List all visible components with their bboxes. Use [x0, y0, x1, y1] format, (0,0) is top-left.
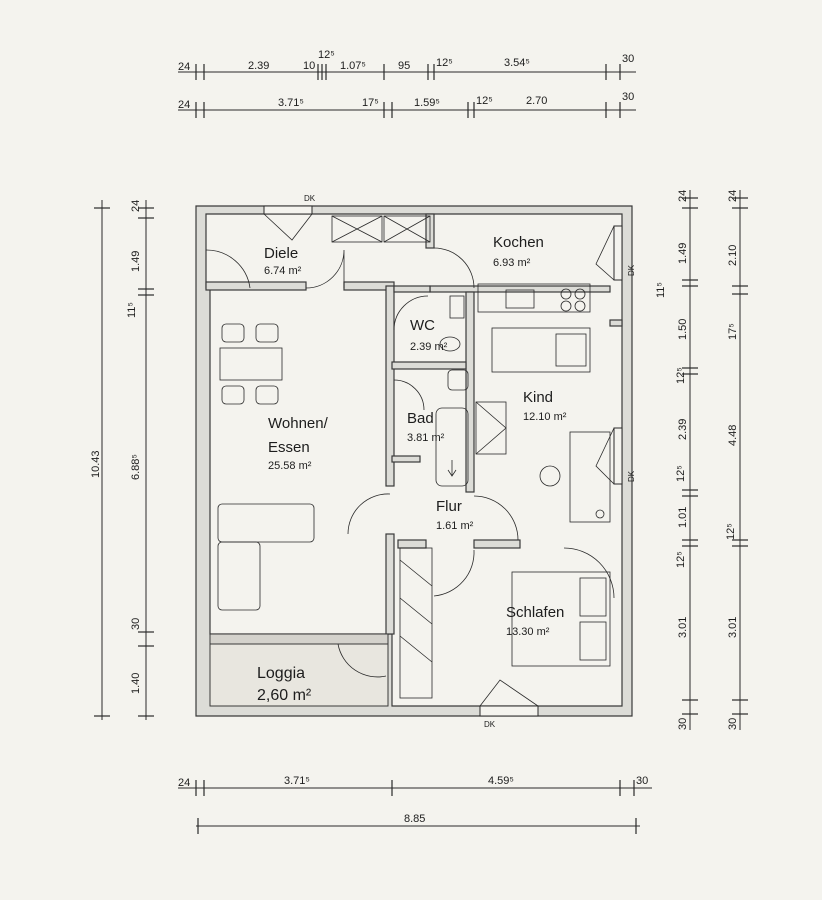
- dim-top1-0: 24: [178, 61, 190, 73]
- dim-right1-10: 30: [677, 718, 689, 730]
- dim-top1-5: 95: [398, 60, 410, 72]
- dim-right1-4: 12⁵: [675, 367, 687, 384]
- dim-bottom-3: 30: [636, 775, 648, 787]
- dim-right2-3: 4.48: [727, 425, 739, 446]
- dim-top1-4: 1.07⁵: [340, 60, 366, 72]
- dim-top2-1: 3.71⁵: [278, 97, 304, 109]
- dim-left-total: 10.43: [90, 450, 102, 478]
- dim-left-5: 1.40: [130, 673, 142, 694]
- dim-top2-0: 24: [178, 99, 190, 111]
- dim-right1-7: 1.01: [677, 507, 689, 528]
- dim-top2-6: 30: [622, 91, 634, 103]
- dim-top2-5: 2.70: [526, 95, 547, 107]
- dimension-bottom: 24 3.71⁵ 4.59⁵ 30 8.85: [178, 775, 652, 834]
- dim-bottom-total: 8.85: [404, 813, 425, 825]
- dimension-right-col2: 24 2.10 17⁵ 4.48 12⁵ 3.01 30: [725, 190, 748, 730]
- room-loggia-name: Loggia: [257, 665, 305, 682]
- dimension-right-col1: 24 1.49 11⁵ 1.50 12⁵ 2.39 12⁵ 1.01 12⁵ 3…: [655, 190, 698, 730]
- dim-top1-2: 10: [303, 60, 315, 72]
- room-kind-name: Kind: [523, 389, 553, 406]
- door-swings: [205, 247, 615, 678]
- dimension-top-row1: 24 2.39 10 12⁵ 1.07⁵ 95 12⁵ 3.54⁵ 30: [178, 49, 636, 80]
- dim-top1-3: 12⁵: [318, 49, 335, 61]
- dim-bottom-2: 4.59⁵: [488, 775, 514, 787]
- dim-right1-9: 3.01: [677, 617, 689, 638]
- room-bad-name: Bad: [407, 410, 434, 427]
- dim-right1-0: 24: [677, 190, 689, 202]
- room-wohnen-area: 25.58 m²: [268, 460, 312, 472]
- dim-right2-6: 30: [727, 718, 739, 730]
- room-diele-area: 6.74 m²: [264, 265, 302, 277]
- dim-right2-5: 3.01: [727, 617, 739, 638]
- room-bad-area: 3.81 m²: [407, 432, 445, 444]
- room-wc-name: WC: [410, 317, 435, 334]
- dimension-left: 24 1.49 11⁵ 6.88⁵ 30 1.40 10.43: [90, 200, 154, 720]
- window-label-child: DK: [627, 470, 636, 482]
- dim-top2-4: 12⁵: [476, 95, 493, 107]
- dim-right1-5: 2.39: [677, 419, 689, 440]
- dim-left-4: 30: [130, 618, 142, 630]
- dim-right1-1: 1.49: [677, 243, 689, 264]
- room-labels: Diele 6.74 m² Kochen 6.93 m² WC 2.39 m² …: [257, 234, 567, 704]
- dim-right1-8: 12⁵: [675, 551, 687, 568]
- dim-top2-2: 17⁵: [362, 97, 379, 109]
- dim-top1-6: 12⁵: [436, 57, 453, 69]
- room-wohnen-name: Wohnen/: [268, 415, 329, 432]
- room-flur-name: Flur: [436, 498, 462, 515]
- dim-right1-3: 1.50: [677, 319, 689, 340]
- furniture: [217, 215, 611, 699]
- dim-right2-0: 24: [727, 190, 739, 202]
- dim-top1-8: 30: [622, 53, 634, 65]
- dim-top1-1: 2.39: [248, 60, 269, 72]
- walls: [195, 205, 633, 717]
- room-diele-name: Diele: [264, 245, 298, 262]
- room-kochen-area: 6.93 m²: [493, 257, 531, 269]
- room-kochen-name: Kochen: [493, 234, 544, 251]
- window-label-bedroom: DK: [484, 720, 496, 729]
- dim-top2-3: 1.59⁵: [414, 97, 440, 109]
- dim-right1-2: 11⁵: [655, 282, 667, 298]
- room-schlafen-area: 13.30 m²: [506, 626, 550, 638]
- dim-left-2: 11⁵: [126, 302, 138, 318]
- dim-left-1: 1.49: [130, 251, 142, 272]
- window-label-kitchen: DK: [627, 264, 636, 276]
- window-label-top: DK: [304, 194, 316, 203]
- room-kind-area: 12.10 m²: [523, 411, 567, 423]
- dim-top1-7: 3.54⁵: [504, 57, 530, 69]
- dim-bottom-0: 24: [178, 777, 190, 789]
- dim-right2-4: 12⁵: [725, 523, 737, 540]
- dimension-top-row2: 24 3.71⁵ 17⁵ 1.59⁵ 12⁵ 2.70 30: [178, 91, 636, 118]
- dim-left-0: 24: [130, 200, 142, 212]
- dim-left-3: 6.88⁵: [130, 454, 142, 480]
- dim-right2-2: 17⁵: [727, 323, 739, 340]
- windows: DK DK DK DK: [263, 194, 636, 729]
- dim-right1-6: 12⁵: [675, 465, 687, 482]
- dim-bottom-1: 3.71⁵: [284, 775, 310, 787]
- room-flur-area: 1.61 m²: [436, 520, 474, 532]
- room-wohnen-name2: Essen: [268, 439, 310, 456]
- dim-right2-1: 2.10: [727, 245, 739, 266]
- room-schlafen-name: Schlafen: [506, 604, 564, 621]
- room-loggia-area: 2,60 m²: [257, 687, 312, 704]
- room-wc-area: 2.39 m²: [410, 341, 448, 353]
